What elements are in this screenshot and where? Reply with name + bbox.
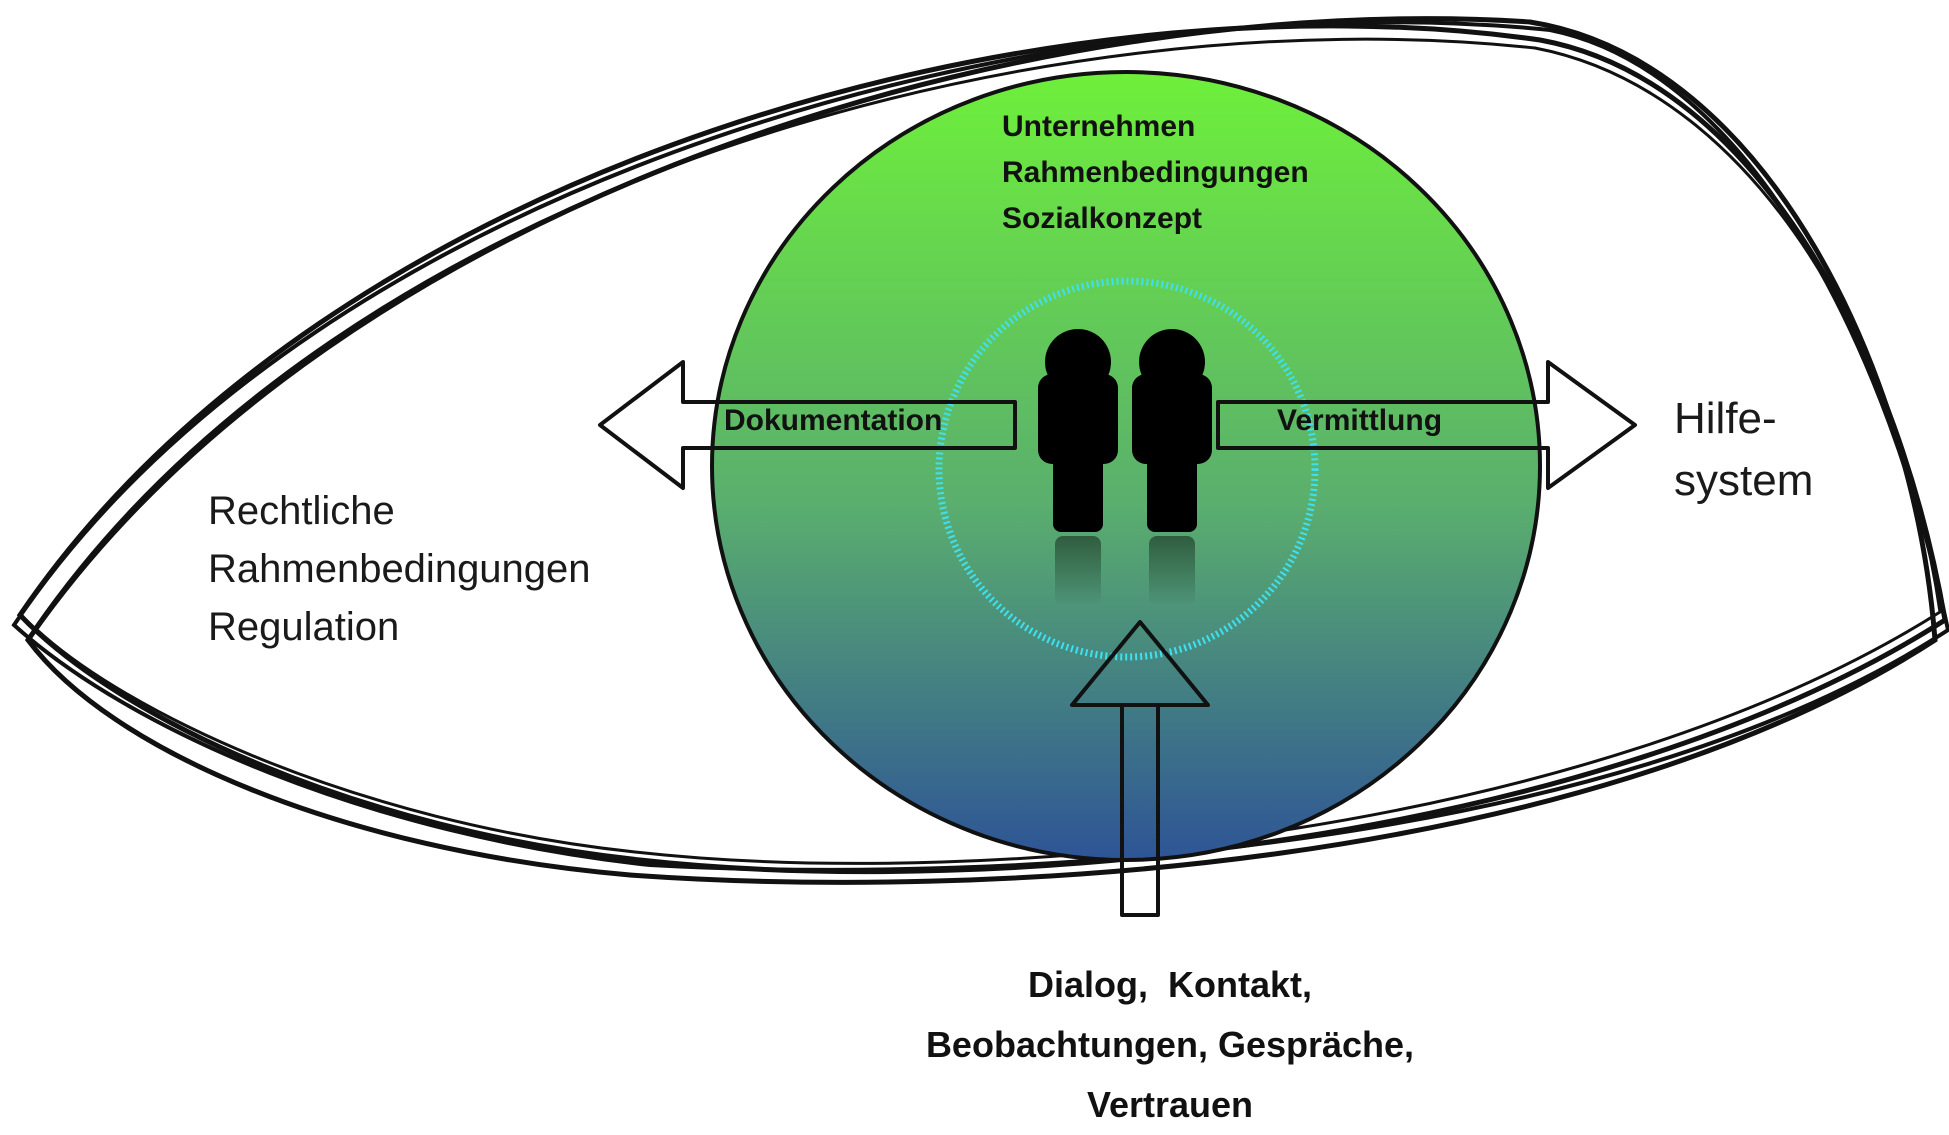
iris-line-1: Unternehmen [1002,110,1196,143]
iris [710,70,1542,862]
left-line-1: Rechtliche [208,489,395,533]
eye-outline [11,16,1949,885]
iris-line-2: Rahmenbedingungen [1002,156,1309,189]
bottom-line-1: Dialog, Kontakt, [1027,964,1312,1005]
up-arrow [1070,620,1210,917]
support-system-label: Hilfe- system [1674,388,1813,512]
person-icon-right [1132,329,1212,532]
left-line-2: Rahmenbedingungen [208,547,591,591]
right-line-1: Hilfe- [1674,394,1777,443]
left-arrow [598,360,1017,490]
right-line-2: system [1674,456,1814,505]
documentation-label: Dokumentation [724,404,943,437]
mediation-label: Vermittlung [1277,404,1443,437]
right-arrow [1216,360,1637,490]
iris-line-3: Sozialkonzept [1002,202,1203,235]
left-line-3: Regulation [208,605,400,649]
legal-framework-label: Rechtliche Rahmenbedingungen Regulation [208,482,591,656]
bottom-line-2: Beobachtungen, Gespräche, [925,1024,1415,1065]
inner-ring [935,277,1319,661]
person-icon-left [1038,329,1118,532]
bottom-line-3: Vertrauen [1086,1084,1254,1125]
figure-reflection [1055,536,1195,606]
iris-label: Unternehmen Rahmenbedingungen Sozialkonz… [1002,104,1309,242]
dialog-label: Dialog, Kontakt, Beobachtungen, Gespräch… [920,955,1420,1135]
